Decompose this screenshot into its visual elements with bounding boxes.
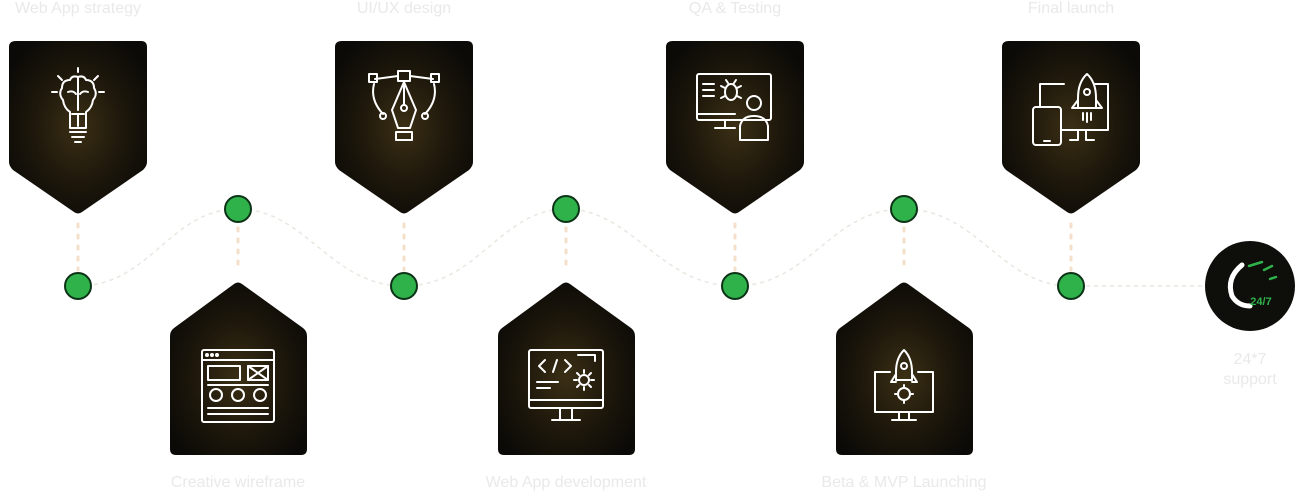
house-web-app-development [498,282,635,455]
brain-bulb-icon [51,67,105,143]
rocket-monitor-icon [874,349,934,421]
step-label-qa-testing: QA & Testing [688,0,782,17]
house-creative-wireframe [170,282,307,455]
support-label-line2: support [1223,371,1277,388]
timeline-wave-path [77,208,1210,287]
node-3 [390,272,418,300]
code-monitor-icon [528,349,604,421]
node-1 [64,272,92,300]
step-label-ui-ux-design: UI/UX design [356,0,452,17]
node-2 [224,195,252,223]
step-label-web-app-development: Web App development [485,474,647,491]
wireframe-icon [201,349,275,423]
node-4 [552,195,580,223]
node-5 [721,272,749,300]
shield-final-launch [1002,41,1140,214]
step-label-creative-wireframe: Creative wireframe [170,474,306,491]
support-label-line1: 24*7 [1233,351,1267,368]
support-label: 24*7 support [1223,350,1276,390]
bug-testing-icon [696,73,772,141]
pen-tool-icon [368,70,440,141]
support-badge-text: 24/7 [1250,296,1271,308]
phone-support-icon [1227,260,1278,309]
timeline-nodes [64,195,1085,300]
step-label-web-app-strategy: Web App strategy [15,0,141,17]
node-7 [1057,272,1085,300]
support-badge: 24/7 [1205,241,1295,331]
rocket-devices-icon [1032,73,1109,146]
step-label-final-launch: Final launch [1027,0,1115,17]
node-6 [890,195,918,223]
vertical-connectors [76,222,1073,274]
step-label-beta-mvp-launching: Beta & MVP Launching [821,474,987,491]
